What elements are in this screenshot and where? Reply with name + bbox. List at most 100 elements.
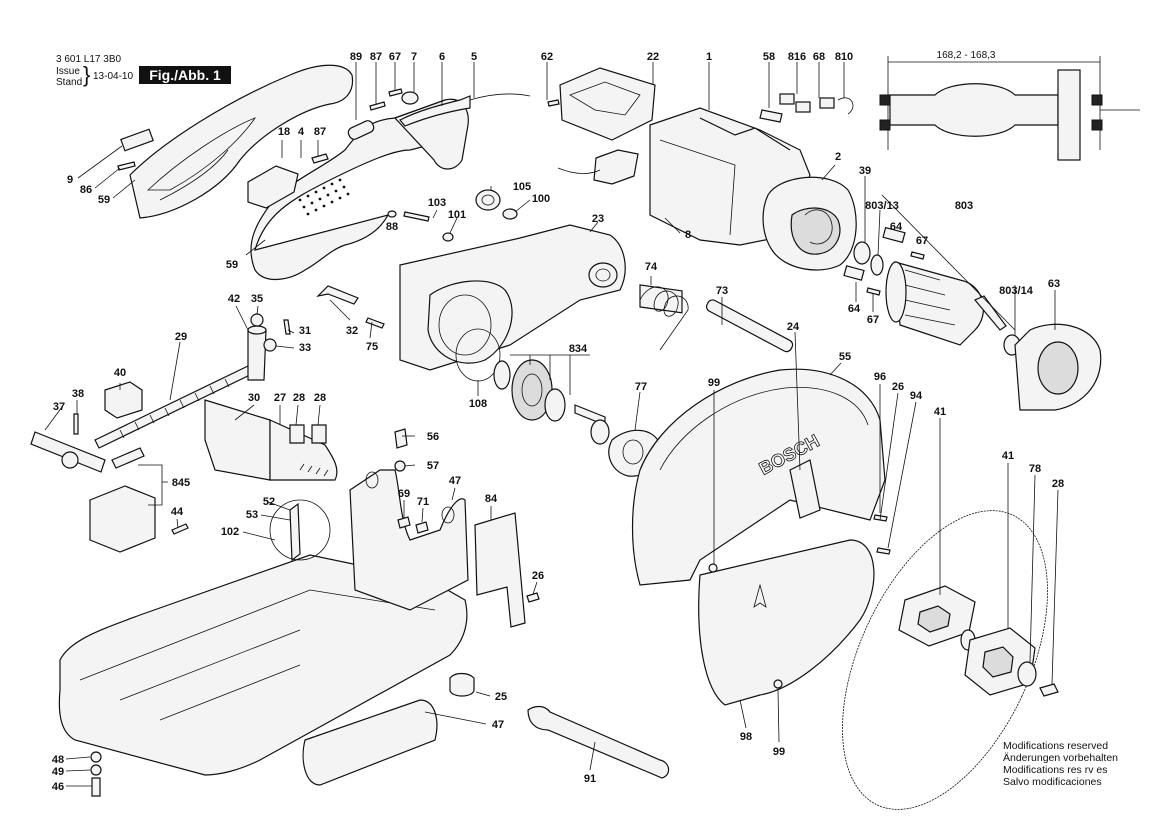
brush-holders-816 [759,93,854,123]
callout-96: 96 [874,371,886,383]
callout-86: 86 [80,184,92,196]
clip-101 [442,232,454,242]
screw-103 [403,211,430,222]
callout-31: 31 [299,325,311,337]
callout-59a: 59 [98,194,110,206]
brush-64b [843,265,865,281]
lock-pin-42 [247,325,267,381]
vise-handle-knob [61,451,79,469]
wire-lead [557,167,601,174]
callout-99b: 99 [773,746,785,758]
switch-4 [247,165,299,209]
spring-74 [639,286,689,351]
note-line: Modifications res rv es [1003,764,1108,776]
callout-91: 91 [584,773,596,785]
label-8 [639,284,683,314]
callout-803: 803 [955,200,973,212]
label-plate-9 [120,128,154,152]
callout-101: 101 [448,209,466,221]
vise-jaw-30 [204,399,338,481]
screw-56 [394,428,408,449]
callout-63: 63 [1048,278,1060,290]
callout-57: 57 [427,460,439,472]
nut-57 [394,460,406,472]
washer-33 [263,338,277,352]
bolt-28c [1039,683,1059,697]
shaft-73 [705,299,794,353]
callout-64a: 64 [890,221,903,233]
callout-23: 23 [592,213,604,225]
callout-64b: 64 [848,303,861,315]
screw-87a [369,101,386,111]
callout-58: 58 [763,51,775,63]
screw-67a [388,88,403,97]
callout-102: 102 [221,526,239,538]
issue-brace: } [83,62,91,87]
callout-38: 38 [72,388,84,400]
callout-74: 74 [645,261,658,273]
callout-67: 67 [389,51,401,63]
screw-87b [311,153,329,164]
armature-803 [885,261,1007,346]
callout-41b: 41 [1002,450,1014,462]
armature-dimension-inset [879,56,1140,161]
callout-803-14: 803/14 [999,285,1034,297]
callout-2: 2 [835,151,841,163]
clamp-7 [401,91,419,105]
callout-9: 9 [67,174,73,186]
bracket-24 [789,459,821,519]
screw-62 [547,99,560,107]
callout-47a: 47 [449,475,461,487]
callout-803-13: 803/13 [865,200,899,212]
washer-88 [387,210,397,218]
callout-55: 55 [839,351,851,363]
brush-64a [882,226,906,244]
callout-816: 816 [788,51,806,63]
callout-37: 37 [53,401,65,413]
callout-108: 108 [469,398,487,410]
callout-73: 73 [716,285,728,297]
callout-7: 7 [411,51,417,63]
figure-label: Fig./Abb. 1 [139,66,231,84]
knob-25 [449,672,475,697]
callout-67b: 67 [916,235,928,247]
callout-numbers: 89 87 67 7 6 5 62 22 1 58 816 68 810 18 … [52,51,1064,793]
cable-guard-6 [399,95,471,127]
callout-56: 56 [427,431,439,443]
sleeve-89 [347,120,375,140]
callout-84: 84 [485,493,498,505]
cable-5 [469,93,531,101]
end-shield-63 [1014,323,1102,411]
lower-guard-98 [698,539,875,706]
callout-32: 32 [346,325,358,337]
callout-88: 88 [386,221,398,233]
note-line: Salvo modificaciones [1003,776,1102,788]
nut-99a [708,563,718,573]
handle-grip-texture [298,178,350,216]
screw-94 [876,547,891,555]
callout-834: 834 [569,343,588,355]
spring-clip [111,447,145,469]
link-32 [316,285,359,305]
gear-housing-23 [399,224,626,371]
callout-6: 6 [439,51,445,63]
stand-label: Stand [56,77,83,88]
pin-31 [283,319,291,335]
callout-33: 33 [299,342,311,354]
callout-39: 39 [859,165,871,177]
issue-label: Issue [56,66,80,77]
callout-68: 68 [813,51,825,63]
nut-99b [773,679,783,689]
callout-78: 78 [1029,463,1041,475]
callout-44: 44 [171,506,184,518]
callout-105: 105 [513,181,531,193]
callout-53: 53 [246,509,258,521]
bar-47b [302,699,438,786]
callout-18: 18 [278,126,290,138]
screw-67c [866,287,881,296]
washer-49 [90,764,102,776]
callout-40: 40 [114,367,126,379]
leader-lines [44,62,1059,787]
callout-810: 810 [835,51,853,63]
